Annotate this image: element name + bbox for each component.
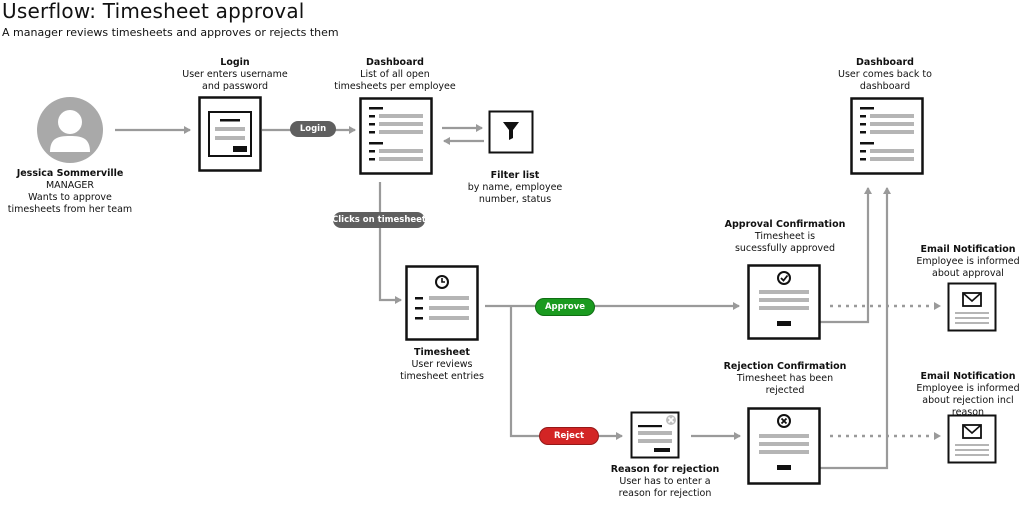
timesheet-screen (405, 265, 479, 341)
arrow-dashboard-to-timesheet (378, 182, 402, 304)
action-clicks-on-timesheet: Clicks on timesheet (332, 212, 426, 228)
filter-label: Filter list by name, employee number, st… (467, 170, 563, 205)
arrow-approval-to-dashboard (803, 187, 872, 324)
envelope-icon (962, 424, 982, 439)
persona-label: Jessica Sommerville MANAGER Wants to app… (0, 168, 140, 216)
action-approve: Approve (535, 298, 595, 316)
dashboard-screen (359, 97, 433, 175)
approval-screen (747, 264, 821, 340)
dashboard-label: Dashboard List of all open timesheets pe… (334, 57, 456, 92)
action-reject: Reject (539, 427, 599, 445)
timesheet-label: Timesheet User reviews timesheet entries (400, 347, 484, 382)
persona-name: Jessica Sommerville (16, 168, 124, 179)
envelope-icon (962, 292, 982, 307)
arrow-rejection-to-dashboard (803, 187, 891, 470)
approval-label: Approval Confirmation Timesheet is suces… (724, 219, 846, 254)
action-login: Login (290, 121, 336, 137)
persona-avatar (37, 97, 103, 163)
login-label: Login User enters username and password (182, 57, 288, 92)
email-rejection-label: Email Notification Employee is informed … (916, 371, 1020, 418)
rejection-screen (747, 407, 821, 485)
filter-icon (503, 122, 519, 140)
rejection-label: Rejection Confirmation Timesheet has bee… (723, 361, 847, 396)
arrow-timesheet-to-reason (509, 306, 623, 440)
login-screen (198, 96, 262, 172)
email-approval-label: Email Notification Employee is informed … (916, 244, 1020, 279)
email-approval-screen (947, 282, 997, 332)
cross-circle-icon (777, 414, 791, 428)
persona-role: MANAGER (45, 180, 95, 191)
clock-icon (435, 275, 449, 289)
page-subtitle: A manager reviews timesheets and approve… (2, 26, 339, 39)
dashboard-return-label: Dashboard User comes back to dashboard (838, 57, 932, 92)
filter-screen (488, 110, 534, 154)
email-rejection-screen (947, 414, 997, 464)
check-circle-icon (777, 271, 791, 285)
persona-description: Wants to approve timesheets from her tea… (7, 192, 133, 215)
reason-screen (630, 411, 680, 459)
reason-label: Reason for rejection User has to enter a… (610, 464, 720, 499)
page-title: Userflow: Timesheet approval (2, 0, 305, 23)
close-icon (666, 415, 676, 425)
dashboard-return-screen (850, 97, 924, 175)
